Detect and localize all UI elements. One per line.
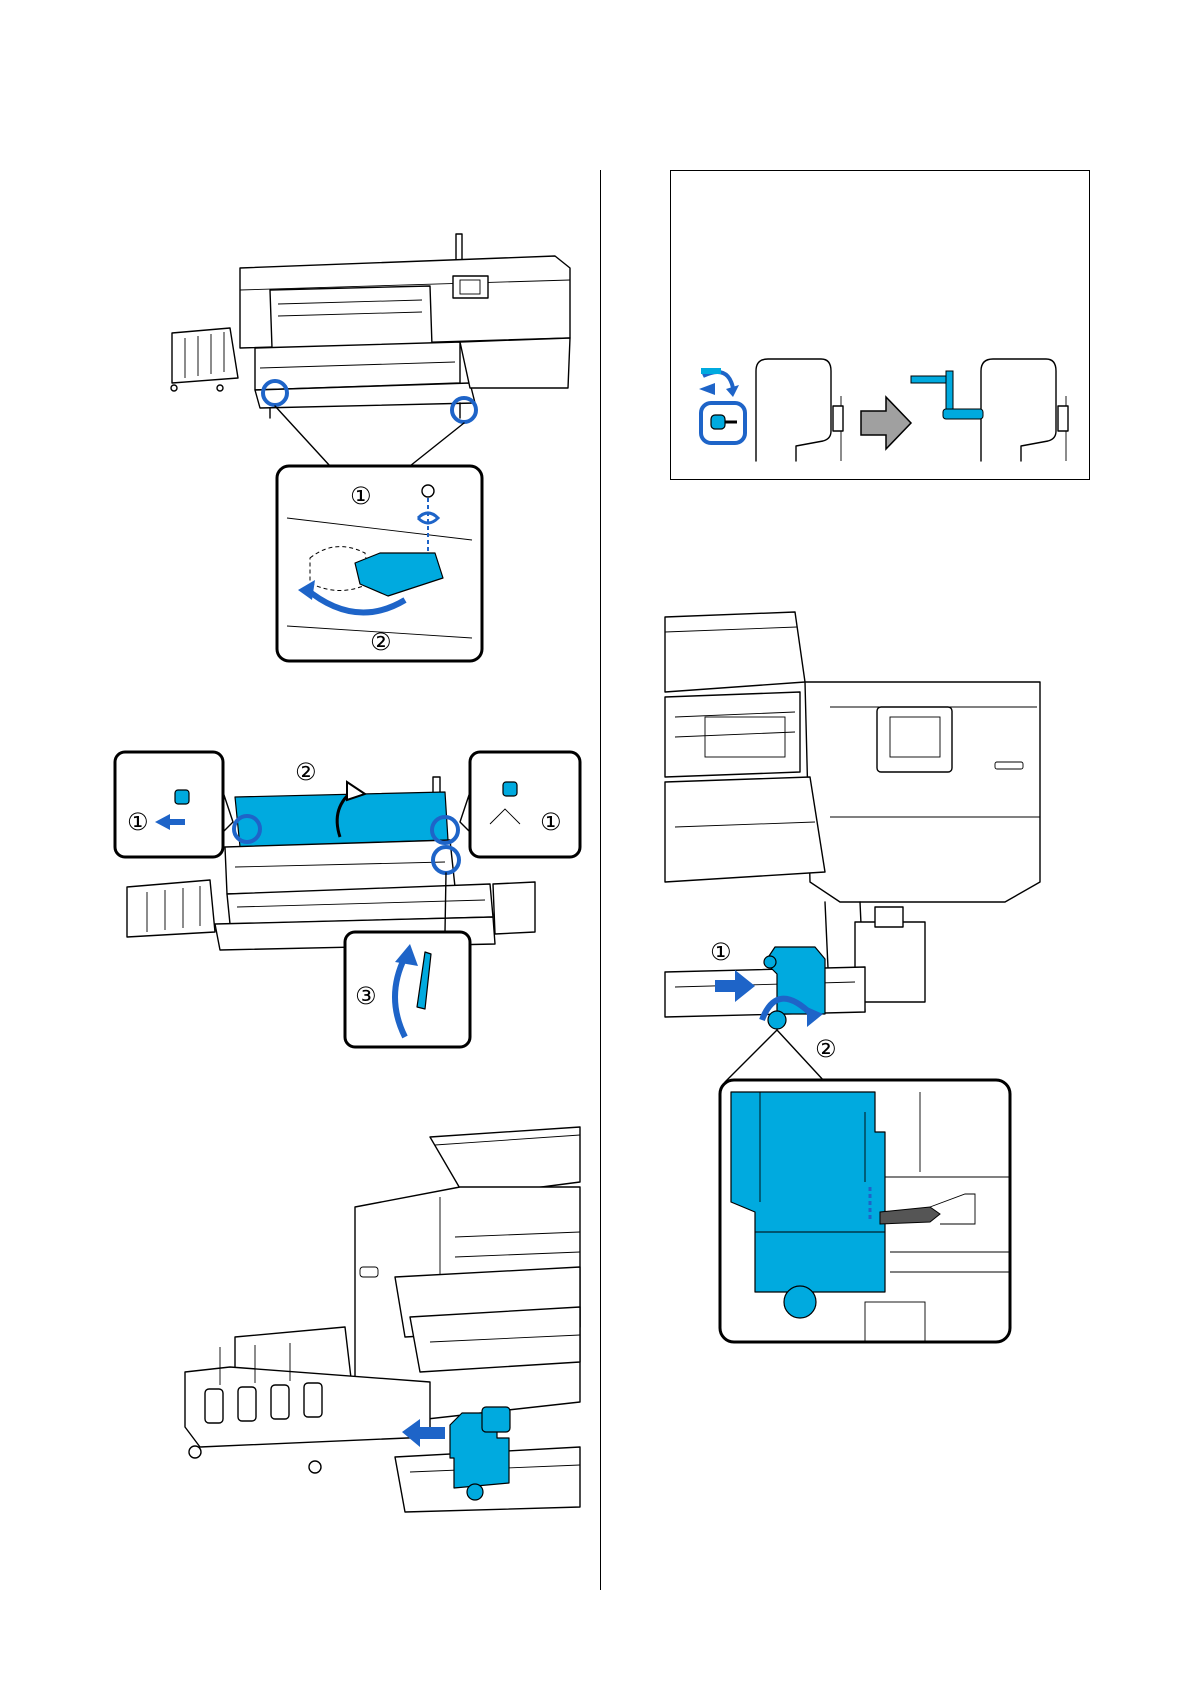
figure-3-svg xyxy=(180,1127,585,1527)
callout-box-left xyxy=(115,752,223,857)
knob-icon xyxy=(711,415,725,429)
right-arrow-icon xyxy=(861,397,911,449)
callout-label-1: ① xyxy=(350,482,372,510)
callout-label-1-left: ① xyxy=(127,808,149,836)
figure-3 xyxy=(180,1127,585,1527)
figure-5: ① ② xyxy=(665,612,1080,1347)
callout-label-1: ① xyxy=(710,938,732,966)
front-cover xyxy=(235,792,448,847)
callout-box-right xyxy=(470,752,580,857)
handle-icon xyxy=(911,376,951,383)
figure-1: ① ② xyxy=(160,228,585,668)
latch-icon xyxy=(503,782,517,796)
ink-unit xyxy=(127,880,215,937)
figure-4-box xyxy=(670,170,1090,480)
callout-label-2: ② xyxy=(370,628,392,656)
figure-4-svg xyxy=(671,171,1091,481)
callout-label-2: ② xyxy=(815,1035,837,1063)
callout-label-2: ② xyxy=(295,758,317,786)
column-divider xyxy=(600,170,601,1590)
control-panel xyxy=(453,276,488,298)
figure-1-svg: ① ② xyxy=(160,228,585,668)
figure-2: ① ② ① ③ xyxy=(115,752,590,1057)
ink-unit xyxy=(172,328,238,383)
callout-label-1-right: ① xyxy=(540,808,562,836)
latch-icon xyxy=(175,790,189,804)
callout-label-3: ③ xyxy=(355,982,377,1010)
knob-icon xyxy=(768,1011,786,1029)
screw-icon xyxy=(422,485,434,497)
figure-2-svg: ① ② ① ③ xyxy=(115,752,590,1057)
figure-5-svg: ① ② xyxy=(665,612,1080,1347)
rotate-arrow-icon xyxy=(703,372,733,388)
